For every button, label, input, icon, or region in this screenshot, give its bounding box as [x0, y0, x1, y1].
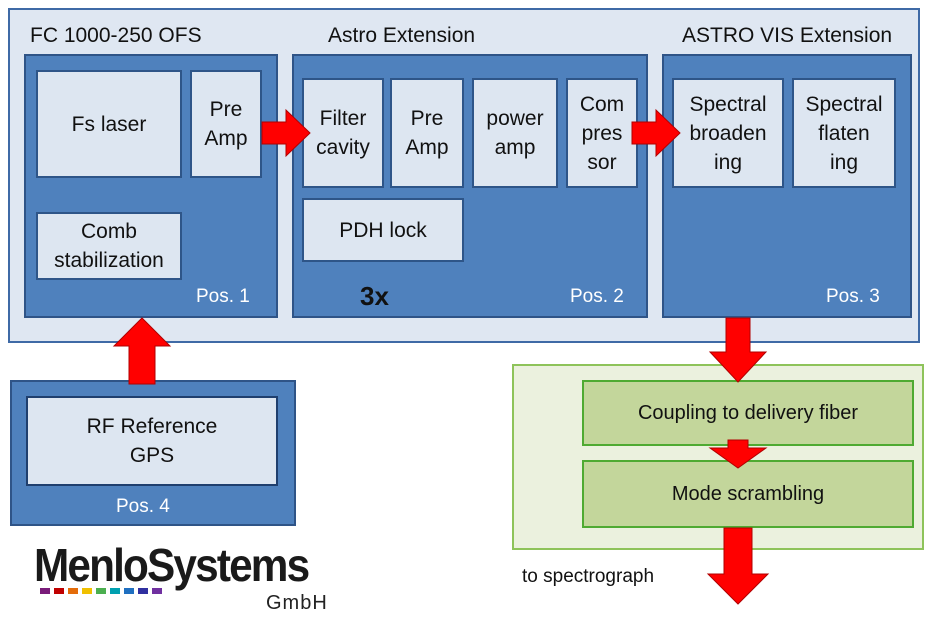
multiplier-label: 3x	[360, 281, 389, 311]
astro-title: Astro Extension	[328, 24, 476, 47]
vis-title: ASTRO VIS Extension	[682, 24, 893, 47]
pos-1-label: Pos. 1	[196, 286, 250, 307]
compressor-box: Com pres sor	[566, 78, 638, 188]
comb-stabilization-box: Comb stabilization	[36, 212, 182, 280]
spectral-flatening-box: Spectral flaten ing	[792, 78, 896, 188]
menlo-systems-logo: MenloSystems	[34, 539, 310, 591]
coupling-box: Coupling to delivery fiber	[582, 380, 914, 446]
pos-3-label: Pos. 3	[826, 286, 880, 307]
arrow-rf-to-system	[112, 317, 172, 385]
arrow-preamp-to-filter	[261, 108, 311, 158]
arrow-to-spectrograph	[706, 527, 770, 605]
pdh-lock-box: PDH lock	[302, 198, 464, 262]
arrow-compressor-to-broadening	[631, 108, 681, 158]
mode-scrambling-box: Mode scrambling	[582, 460, 914, 528]
spectral-broadening-box: Spectral broaden ing	[672, 78, 784, 188]
system-title: FC 1000-250 OFS	[30, 24, 202, 47]
logo-gmbh: GmbH	[266, 592, 328, 614]
rf-reference-box: RF Reference GPS	[26, 396, 278, 486]
logo-color-bar-icon	[40, 588, 162, 594]
pos-2-label: Pos. 2	[570, 286, 624, 307]
output-label: to spectrograph	[522, 566, 655, 587]
filter-cavity-box: Filter cavity	[302, 78, 384, 188]
arrow-vis-to-coupling	[708, 317, 768, 383]
pos-4-label: Pos. 4	[116, 496, 170, 517]
fs-laser-box: Fs laser	[36, 70, 182, 178]
pre-amp-2-box: Pre Amp	[390, 78, 464, 188]
pre-amp-box: Pre Amp	[190, 70, 262, 178]
power-amp-box: power amp	[472, 78, 558, 188]
arrow-coupling-to-scrambling	[708, 439, 768, 469]
